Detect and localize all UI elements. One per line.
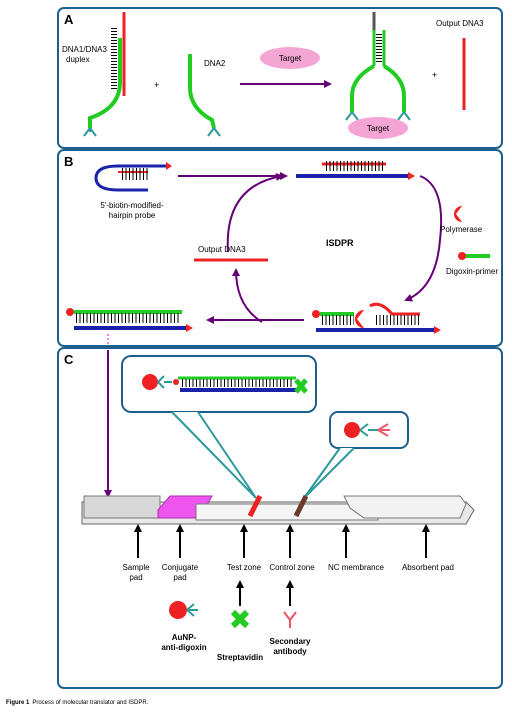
panel-c-letter: C [64, 352, 74, 367]
dna1-dna3-label-1: DNA1/DNA3 [62, 45, 107, 54]
conjugate-pad-label-2: pad [173, 573, 186, 582]
target-blob-1 [260, 47, 320, 69]
target-label-2: Target [367, 124, 390, 133]
test-zone-callout-tail [171, 411, 257, 499]
control-zone-callout-tail [303, 447, 355, 499]
recycle-arrow [226, 173, 284, 253]
isdpr-label: ISDPR [326, 238, 354, 248]
control-zone-line [293, 494, 309, 518]
aunp-anti-digoxin-icon [169, 601, 198, 619]
panel-a-frame [57, 7, 503, 149]
panel-a-letter: A [64, 12, 74, 27]
aunp-label-1: AuNP- [172, 633, 197, 642]
lateral-flow-strip [81, 495, 475, 525]
probe-label-2: hairpin probe [109, 211, 156, 220]
polymerase-icon [454, 206, 462, 222]
dna1-dna3-label-2: duplex [66, 55, 90, 64]
plus-sign-2: + [432, 70, 437, 80]
streptavidin-label: Streptavidin [217, 653, 263, 662]
control-zone-label: Control zone [269, 563, 315, 572]
target-label-1: Target [279, 54, 302, 63]
antibody-icon-2 [207, 127, 221, 137]
secondary-antibody-icon [283, 611, 297, 628]
absorbent-pad-label: Absorbent pad [402, 563, 454, 572]
biotin-digoxin-duplex [66, 308, 193, 332]
caption-figure-number: Figure 1 [6, 700, 30, 706]
nc-membrance-label: NC membrance [328, 563, 385, 572]
panel-b-letter: B [64, 154, 73, 169]
sample-pad-label-2: pad [129, 573, 142, 582]
polymerase-extension-complex [312, 302, 441, 334]
test-zone-complex [142, 374, 308, 394]
output-dna3-label-b: Output DNA3 [198, 245, 246, 254]
probe-label-1: 5'-biotin-modified- [100, 201, 164, 210]
antibody-icon [83, 127, 97, 137]
digoxin-primer-icon [458, 252, 490, 260]
digoxin-primer-label: Digoxin-primer [446, 267, 498, 276]
test-zone-label: Test zone [227, 563, 262, 572]
test-zone-line [247, 494, 263, 518]
output-dna3-label-a: Output DNA3 [436, 19, 484, 28]
sample-pad-label-1: Sample [122, 563, 150, 572]
caption-text: Process of molecular translator and ISDP… [32, 700, 148, 706]
probe-target-duplex [296, 161, 415, 180]
dna-complex-with-target [345, 12, 411, 121]
control-zone-complex [344, 422, 390, 438]
dna2-strand [188, 54, 221, 137]
polymerase-label: Polymerase [440, 225, 483, 234]
plus-sign-1: + [154, 80, 159, 90]
streptavidin-icon [230, 609, 250, 629]
conjugate-pad-label-1: Conjugate [162, 563, 199, 572]
panel-b-frame [57, 149, 503, 347]
dna2-label: DNA2 [204, 59, 226, 68]
secondary-label-2: antibody [273, 647, 307, 656]
panel-c-frame [57, 347, 503, 689]
extension-arrow [404, 175, 443, 302]
secondary-label-1: Secondary [270, 637, 311, 646]
release-arrow [232, 268, 263, 323]
aunp-label-2: anti-digoxin [161, 643, 206, 652]
test-zone-callout [121, 355, 317, 413]
hairpin-probe [94, 162, 172, 192]
dna1-dna3-duplex [83, 12, 126, 137]
target-blob-2 [348, 117, 408, 139]
